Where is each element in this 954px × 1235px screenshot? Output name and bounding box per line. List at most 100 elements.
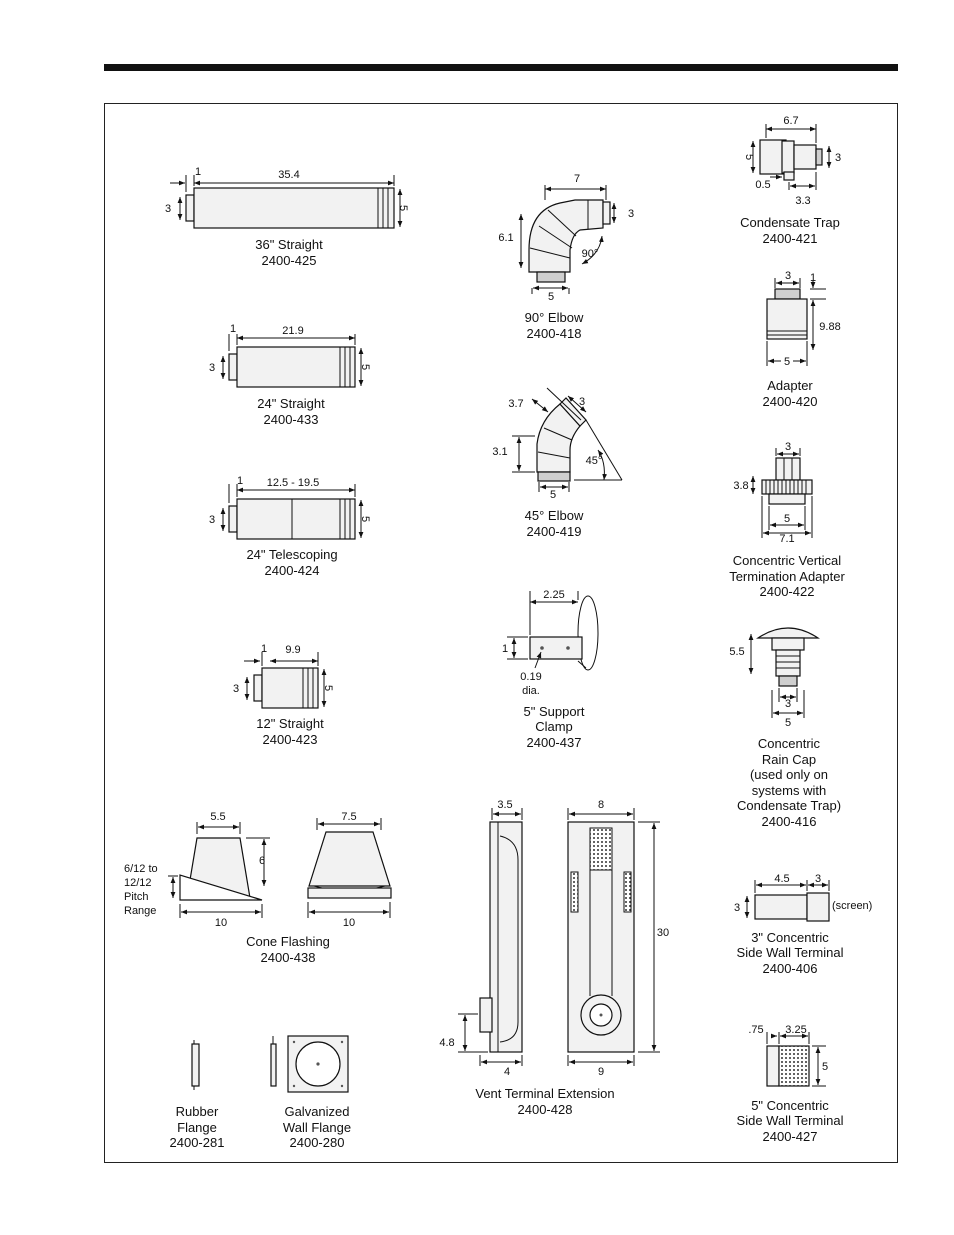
dim-label: 3 — [785, 270, 791, 282]
dim-label: 3.25 — [785, 1024, 806, 1036]
dim-label: 1 — [502, 643, 508, 655]
part-vent-terminal-extension: 3.5 8 30 4.8 4 9 Vent Terminal Extension… — [439, 799, 669, 1117]
part-code: 2400-419 — [527, 524, 582, 539]
dim-label: 10 — [343, 917, 355, 929]
dim-label: 3 — [628, 208, 634, 220]
part-5in-side-wall-terminal: .75 3.25 5 5" Concentric Side Wall Termi… — [737, 1024, 844, 1144]
part-3in-side-wall-terminal: 4.5 3 3 (screen) 3" Concentric Side Wall… — [734, 873, 872, 976]
part-code: 2400-421 — [763, 231, 818, 246]
part-name: Side Wall Terminal — [737, 1113, 844, 1128]
dim-label: 3 — [734, 902, 740, 914]
dim-label: (screen) — [832, 900, 872, 912]
dim-label: 12.5 - 19.5 — [267, 477, 320, 489]
dim-label: 6.7 — [783, 115, 798, 127]
part-code: 2400-280 — [290, 1135, 345, 1150]
dim-label: 1 — [810, 272, 816, 284]
part-name: 90° Elbow — [525, 310, 584, 325]
dim-label: 1 — [195, 166, 201, 178]
part-name: Flange — [177, 1120, 217, 1135]
part-code: 2400-437 — [527, 735, 582, 750]
dim-label: 35.4 — [278, 169, 299, 181]
part-code: 2400-427 — [763, 1129, 818, 1144]
header-rule — [104, 64, 898, 71]
dim-label: 5 — [785, 717, 791, 729]
diagram-frame — [104, 103, 898, 1163]
dim-label: 1 — [237, 475, 243, 487]
dim-label: 8 — [598, 799, 604, 811]
part-name: Condensate Trap) — [737, 798, 841, 813]
part-rain-cap: 5.5 3 5 Concentric Rain Cap (used only o… — [729, 627, 841, 829]
part-code: 2400-420 — [763, 394, 818, 409]
part-name: systems with — [752, 783, 826, 798]
pitch-label: Range — [124, 905, 156, 917]
dim-label: 5 — [822, 1061, 828, 1073]
dim-label: 5.5 — [729, 646, 744, 658]
dim-label: 5 — [784, 356, 790, 368]
part-name: Adapter — [767, 378, 813, 393]
part-36-straight: 1 35.4 3 5 36" Straight 2400-425 — [165, 166, 409, 268]
part-code: 2400-418 — [527, 326, 582, 341]
dim-label: 3 — [815, 873, 821, 885]
part-24-telescoping: 1 12.5 - 19.5 3 5 24" Telescoping 2400-4… — [209, 475, 371, 578]
part-name: Concentric Vertical — [733, 553, 841, 568]
dim-label: 7 — [574, 173, 580, 185]
part-name: Wall Flange — [283, 1120, 351, 1135]
dim-label: 9 — [598, 1066, 604, 1078]
part-name: Rain Cap — [762, 752, 816, 767]
part-vertical-termination-adapter: 3 3.8 5 7.1 Concentric Vertical Terminat… — [729, 441, 845, 599]
part-adapter: 3 1 9.88 5 Adapter 2400-420 — [763, 270, 841, 409]
part-name: 24" Telescoping — [246, 547, 337, 562]
part-code: 2400-428 — [518, 1102, 573, 1117]
dim-label: 5 — [359, 364, 371, 370]
part-name: Vent Terminal Extension — [475, 1086, 614, 1101]
dim-label: dia. — [522, 685, 540, 697]
dim-label: 5 — [743, 154, 755, 160]
dim-label: 3 — [785, 698, 791, 710]
dim-label: 3 — [209, 362, 215, 374]
part-support-clamp: 2.25 1 0.19 dia. 5" Support Clamp 2400-4… — [502, 589, 599, 750]
dim-label: 3.8 — [733, 480, 748, 492]
dim-label: 3 — [579, 396, 585, 408]
part-condensate-trap: 6.7 5 3 0.5 3.3 Condensate Trap 2400-421 — [740, 115, 841, 246]
part-code: 2400-433 — [264, 412, 319, 427]
dim-label: 0.19 — [520, 671, 541, 683]
dim-label: 30 — [657, 927, 669, 939]
dim-label: 6 — [259, 855, 265, 867]
part-name: 5" Support — [524, 704, 585, 719]
part-galvanized-wall-flange: Galvanized Wall Flange 2400-280 — [270, 1035, 351, 1150]
dim-label: 3 — [165, 203, 171, 215]
dim-label: 7.1 — [779, 533, 794, 545]
part-code: 2400-406 — [763, 961, 818, 976]
part-name: 5" Concentric — [751, 1098, 829, 1113]
part-45-elbow: 3.7 3 3.1 45° 5 45° Elbow 2400-419 — [492, 387, 623, 539]
part-code: 2400-416 — [762, 814, 817, 829]
dim-label: 3 — [835, 152, 841, 164]
dim-label: 90° — [582, 248, 599, 260]
part-name: Concentric — [758, 736, 821, 751]
dim-label: 3.5 — [497, 799, 512, 811]
part-name: Clamp — [535, 719, 573, 734]
part-rubber-flange: Rubber Flange 2400-281 — [170, 1040, 224, 1150]
part-name: 36" Straight — [255, 237, 323, 252]
part-name: Termination Adapter — [729, 569, 845, 584]
part-name: 24" Straight — [257, 396, 325, 411]
part-12-straight: 1 9.9 3 5 12" Straight 2400-423 — [233, 643, 334, 747]
dim-label: 1 — [261, 643, 267, 655]
dim-label: 5 — [322, 685, 334, 691]
part-name: 3" Concentric — [751, 930, 829, 945]
dim-label: 5 — [359, 516, 371, 522]
dim-label: 0.5 — [755, 179, 770, 191]
part-code: 2400-425 — [262, 253, 317, 268]
pitch-label: 6/12 to — [124, 863, 158, 875]
part-name: Galvanized — [284, 1104, 349, 1119]
dim-label: 45° — [586, 455, 603, 467]
dim-label: 3 — [785, 441, 791, 453]
part-name: Side Wall Terminal — [737, 945, 844, 960]
dim-label: 5 — [397, 205, 409, 211]
part-24-straight: 1 21.9 3 5 24" Straight 2400-433 — [209, 323, 371, 427]
pitch-label: Pitch — [124, 891, 148, 903]
part-code: 2400-423 — [263, 732, 318, 747]
dim-label: 5 — [784, 513, 790, 525]
part-name: Cone Flashing — [246, 934, 330, 949]
